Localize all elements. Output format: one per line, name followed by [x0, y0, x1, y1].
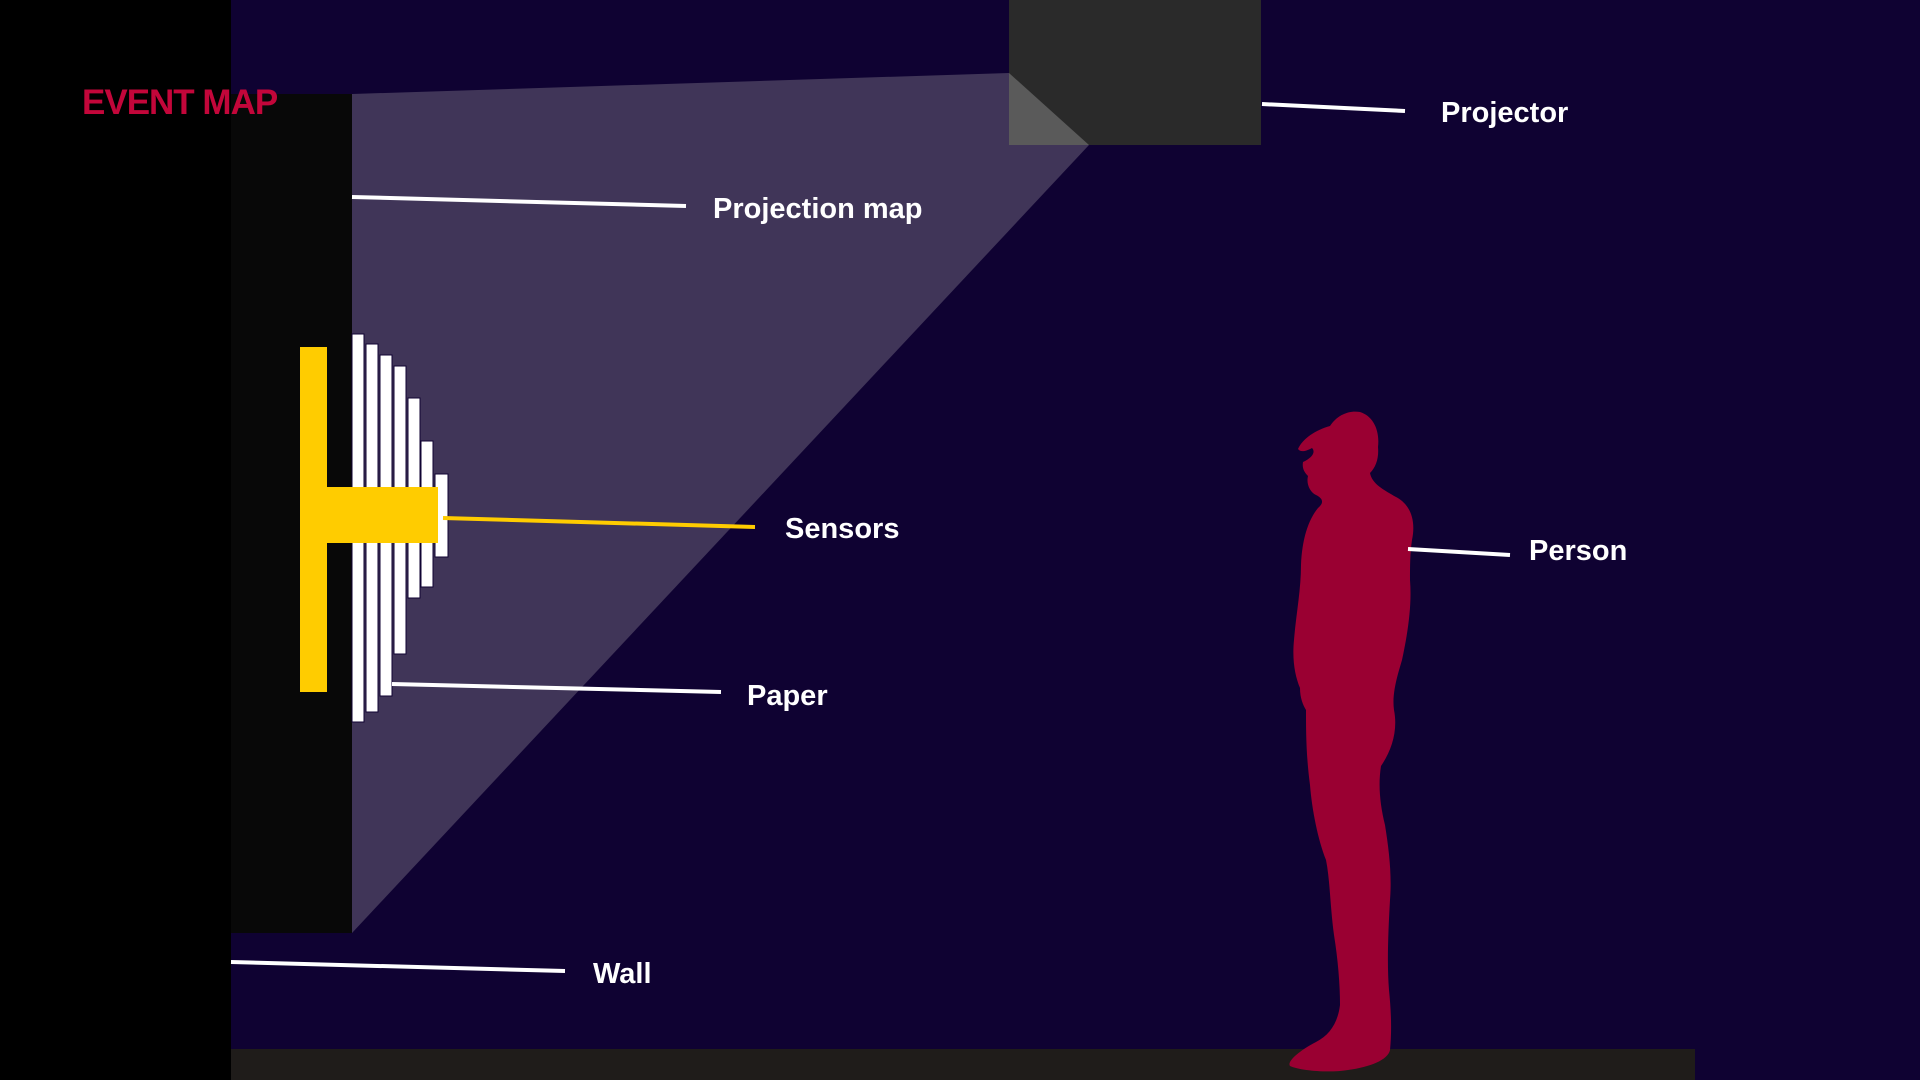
person-label: Person: [1529, 535, 1627, 567]
projection-map-leader-line: [351, 195, 687, 208]
sensor-arm: [326, 487, 438, 543]
projector-label: Projector: [1441, 97, 1568, 129]
projector-leader-line: [1261, 102, 1406, 113]
sensors-label: Sensors: [785, 513, 899, 545]
floor: [231, 1049, 1695, 1080]
sensor-icon: [300, 347, 438, 692]
page-title: EVENT MAP: [82, 83, 278, 122]
person-silhouette-icon: [1289, 411, 1414, 1072]
sensor-mount: [300, 347, 327, 692]
projector-icon: [1009, 0, 1261, 145]
wall-leader-line: [230, 960, 566, 973]
wall-label: Wall: [593, 958, 652, 990]
paper-label: Paper: [747, 680, 828, 712]
projector-lens: [1009, 73, 1089, 145]
person-leader-line: [1407, 547, 1511, 557]
sensors-leader-line: [442, 516, 756, 529]
projection-map-label: Projection map: [713, 193, 923, 225]
left-margin: [0, 0, 231, 1080]
projection-beam: [352, 73, 1089, 933]
paper-leader-line: [391, 682, 722, 694]
